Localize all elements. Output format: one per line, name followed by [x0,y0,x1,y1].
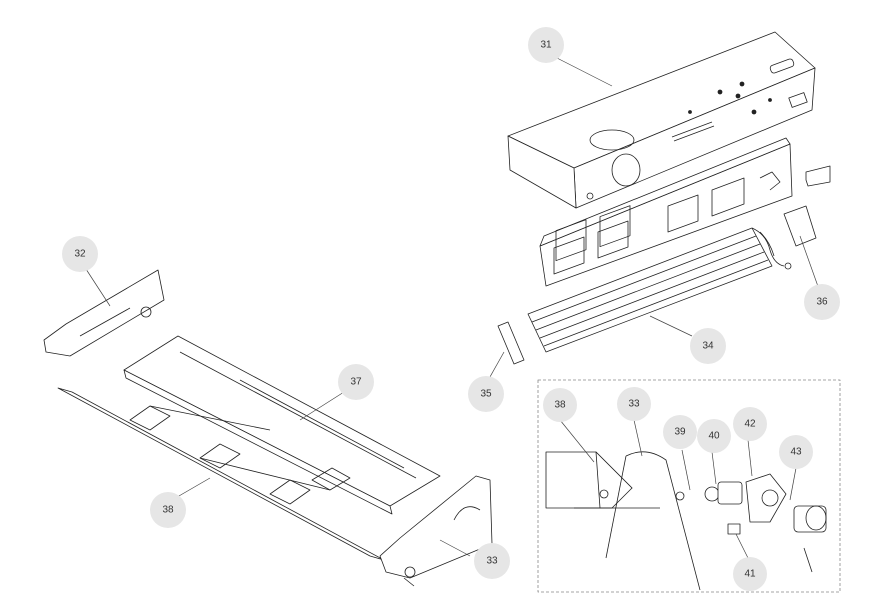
part-37-drain-tray [123,335,441,515]
callout-37: 37 [338,364,374,400]
svg-text:41: 41 [744,569,756,580]
svg-text:36: 36 [816,297,828,308]
svg-text:35: 35 [480,389,492,400]
small-bracket [805,165,831,187]
svg-text:32: 32 [74,249,86,260]
callout-39: 39 [663,415,697,449]
callout-41: 41 [733,557,767,591]
part-31-top-housing [507,31,816,209]
svg-text:33: 33 [628,399,640,410]
callout-33: 33 [474,543,510,579]
part-35-end-plate [497,321,525,365]
callout-35: 35 [468,376,504,412]
svg-text:38: 38 [162,505,174,516]
part-32-left-side-plate [43,269,165,357]
callout-detail-33: 33 [617,387,651,421]
part-36-side-plate [783,205,817,247]
callout-34: 34 [690,328,726,364]
callout-31: 31 [528,27,564,63]
detail-inset-border [537,379,841,593]
callout-43: 43 [779,435,813,469]
motor-detail-parts [545,451,827,591]
callout-36: 36 [804,284,840,320]
svg-text:31: 31 [540,40,552,51]
svg-text:33: 33 [486,556,498,567]
callout-32: 32 [62,236,98,272]
svg-text:42: 42 [744,419,756,430]
leader-lines [83,55,821,559]
callout-detail-38: 38 [543,388,577,422]
svg-text:37: 37 [350,377,362,388]
callout-42: 42 [733,407,767,441]
svg-text:34: 34 [702,341,714,352]
callout-40: 40 [697,419,731,453]
svg-text:43: 43 [790,447,802,458]
svg-text:39: 39 [674,427,686,438]
part-38-louver-assembly [57,387,385,561]
svg-text:38: 38 [554,400,566,411]
back-panel [539,137,793,287]
svg-text:40: 40 [708,431,720,442]
callout-38: 38 [150,492,186,528]
part-34-coil [527,227,792,353]
